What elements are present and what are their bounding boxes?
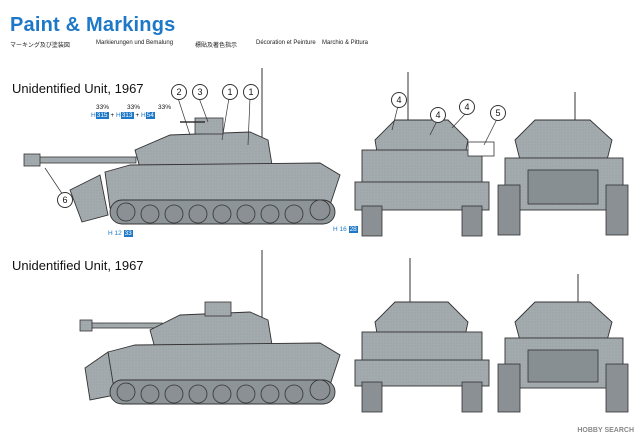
mix-code-3: 54 <box>145 112 155 119</box>
rear-view-tank-top <box>497 92 629 236</box>
header: Paint & Markings <box>10 14 175 37</box>
muzzle <box>23 153 41 167</box>
track-right <box>461 205 483 237</box>
side-code-num: 33 <box>123 230 133 237</box>
subtitle-zh: 標貼及著色指示 <box>195 43 238 49</box>
dozer-blade-front <box>354 181 490 211</box>
dozer-blade <box>69 174 109 223</box>
side-paint-code: H 12 33 <box>108 230 133 237</box>
callout-5: 5 <box>490 105 506 121</box>
road-wheels <box>116 199 331 224</box>
mix-h1: H <box>91 112 96 119</box>
side-view-tank-bottom <box>79 250 341 405</box>
callout-1b: 1 <box>243 84 259 100</box>
cupola <box>194 117 224 135</box>
callout-1a: 1 <box>222 84 238 100</box>
mix-percent-1: 33% <box>96 104 110 111</box>
section-label-2: Unidentified Unit, 1967 <box>12 258 144 273</box>
mix-h2: H <box>115 112 121 119</box>
front-code-label: 16 <box>339 226 347 233</box>
marking-5-panel <box>467 141 495 157</box>
front-view-tank-top <box>354 72 495 237</box>
callout-2: 2 <box>171 84 187 100</box>
front-view-tank-bottom <box>354 258 490 413</box>
callout-4a: 4 <box>391 92 407 108</box>
rear-view-tank-bottom <box>497 274 629 413</box>
subtitle-fr: Décoration et Peinture <box>256 40 316 46</box>
watermark: HOBBY SEARCH <box>577 427 634 434</box>
callout-3: 3 <box>192 84 208 100</box>
mix-formula: H315 + H313 + H54 <box>91 112 155 119</box>
front-code-h: H <box>333 226 338 233</box>
gun-barrel <box>25 156 137 164</box>
mix-percent-3: 33% <box>158 104 172 111</box>
section-label-1: Unidentified Unit, 1967 <box>12 81 144 96</box>
subtitle-de: Markierungen und Bemalung <box>96 40 174 46</box>
hull <box>104 162 341 209</box>
front-code-num: 28 <box>348 226 358 233</box>
side-view-tank-top <box>23 68 341 225</box>
leader-lines <box>44 97 498 199</box>
callout-6: 6 <box>57 192 73 208</box>
callout-4b: 4 <box>430 107 446 123</box>
side-code-h: H <box>108 230 113 237</box>
page-title: Paint & Markings <box>10 14 176 36</box>
turret <box>134 131 273 169</box>
side-code-label: 12 <box>114 230 122 237</box>
subtitle-it: Marchio & Pittura <box>322 40 369 46</box>
subtitle-ja: マーキング及び塗装図 <box>10 43 70 49</box>
callout-4c: 4 <box>459 99 475 115</box>
subtitle-row: マーキング及び塗装図 Markierungen und Bemalung 標貼及… <box>10 40 630 52</box>
mix-code-1: 315 <box>95 112 109 119</box>
track-left <box>361 205 383 237</box>
mix-h3: H <box>140 112 146 119</box>
front-paint-code: H 16 28 <box>333 226 358 233</box>
hull-front <box>361 149 483 186</box>
engine-grille <box>527 169 599 205</box>
mix-percent-2: 33% <box>127 104 141 111</box>
mix-code-2: 313 <box>120 112 134 119</box>
